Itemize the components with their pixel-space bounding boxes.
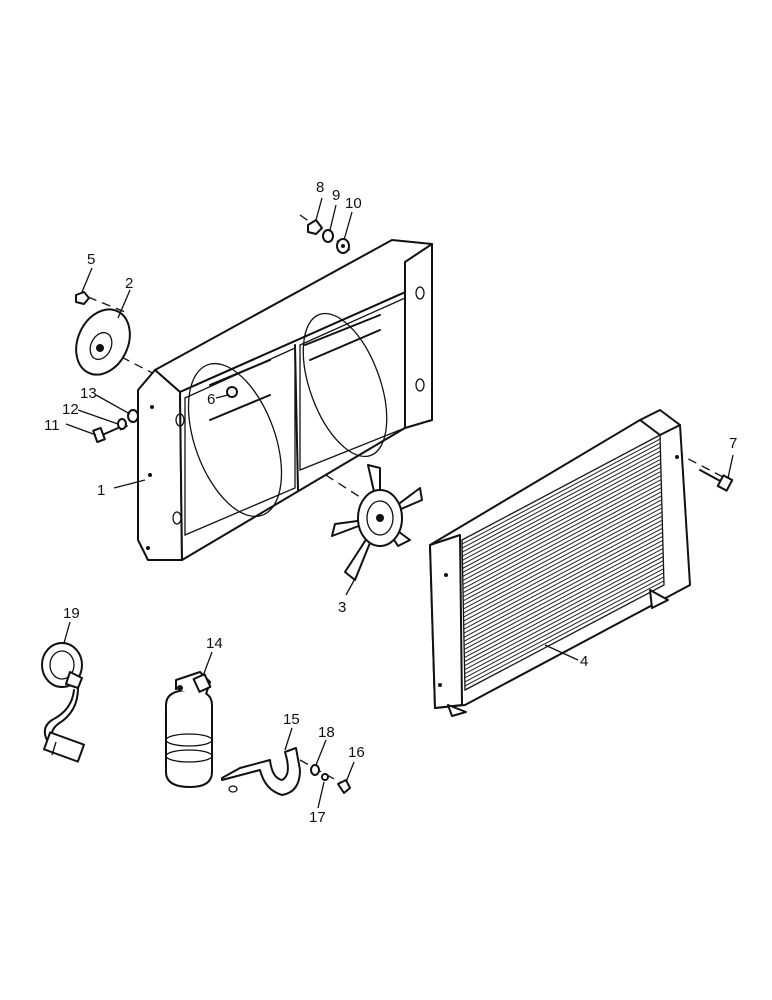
- condenser-fin: [464, 568, 664, 675]
- callout-14: 14: [206, 635, 223, 652]
- condenser-fin: [464, 580, 665, 687]
- callout-labels: 1 2 3 4 5 6 7 8 9 10 11 12 13 14 15 16 1…: [44, 179, 737, 826]
- callout-2: 2: [125, 275, 133, 292]
- condenser-fin: [463, 507, 663, 614]
- callout-9: 9: [332, 187, 340, 204]
- screw-5: [75, 291, 90, 305]
- condenser-fin: [463, 544, 664, 650]
- condenser-fin: [463, 539, 664, 646]
- condenser-fin: [464, 548, 664, 654]
- condenser-fin: [464, 564, 664, 671]
- clamp-bracket: [221, 747, 301, 796]
- callout-8: 8: [316, 179, 324, 196]
- callout-18: 18: [318, 724, 335, 741]
- callout-15: 15: [283, 711, 300, 728]
- condenser-fin: [462, 475, 662, 581]
- condenser-fin: [463, 535, 663, 642]
- callout-16: 16: [348, 744, 365, 761]
- condenser-fin: [463, 511, 663, 618]
- condenser-fin: [461, 442, 661, 549]
- callout-11: 11: [44, 417, 60, 434]
- callout-5: 5: [87, 251, 95, 268]
- callout-13: 13: [80, 385, 97, 402]
- receiver-drier: [165, 671, 213, 788]
- condenser-fin: [464, 576, 665, 683]
- condenser-fin: [462, 462, 661, 569]
- condenser-fin: [464, 556, 664, 663]
- callout-12: 12: [62, 401, 79, 418]
- condenser-fin: [462, 487, 662, 594]
- bolt-washers-11-12-13: [92, 409, 139, 444]
- callout-7: 7: [729, 435, 737, 452]
- condenser-fin: [463, 519, 663, 626]
- condenser-fin: [463, 503, 663, 610]
- condenser-fin: [462, 491, 662, 598]
- callout-4: 4: [580, 653, 588, 670]
- condenser-fin: [462, 483, 662, 590]
- pressure-switch: [41, 642, 85, 763]
- condenser-fin: [462, 471, 662, 577]
- condenser-fin: [464, 584, 665, 691]
- condenser-fin: [464, 560, 664, 667]
- condenser-fin: [463, 515, 663, 622]
- condenser-fin: [462, 458, 661, 565]
- nut-washers-8-9-10: [307, 219, 350, 254]
- condenser-fin: [461, 438, 661, 545]
- callout-17: 17: [309, 809, 326, 826]
- condenser-fin: [462, 450, 661, 557]
- condenser-fin: [464, 552, 664, 659]
- condenser-fin: [462, 495, 662, 602]
- callout-6: 6: [207, 391, 215, 408]
- condenser-fin: [463, 527, 663, 634]
- callout-10: 10: [345, 195, 362, 212]
- condenser-fin: [463, 531, 663, 638]
- fan-blade: [331, 464, 423, 581]
- condenser-core: [429, 409, 691, 717]
- condenser-fin: [462, 466, 662, 573]
- callout-19: 19: [63, 605, 80, 622]
- condenser-fin: [463, 523, 663, 630]
- leader-lines: [63, 197, 734, 809]
- condenser-fin: [462, 454, 661, 561]
- condenser-fin: [463, 499, 662, 606]
- condenser-fin: [462, 446, 661, 553]
- fan-motor: [75, 308, 131, 376]
- callout-3: 3: [338, 599, 346, 616]
- bolt-washers-16-17-18: [310, 764, 351, 794]
- condenser-fin: [461, 434, 661, 541]
- callout-1: 1: [97, 482, 105, 499]
- condenser-fin: [464, 572, 664, 679]
- fan-shroud-frame: [137, 239, 433, 561]
- condenser-fin: [462, 479, 662, 586]
